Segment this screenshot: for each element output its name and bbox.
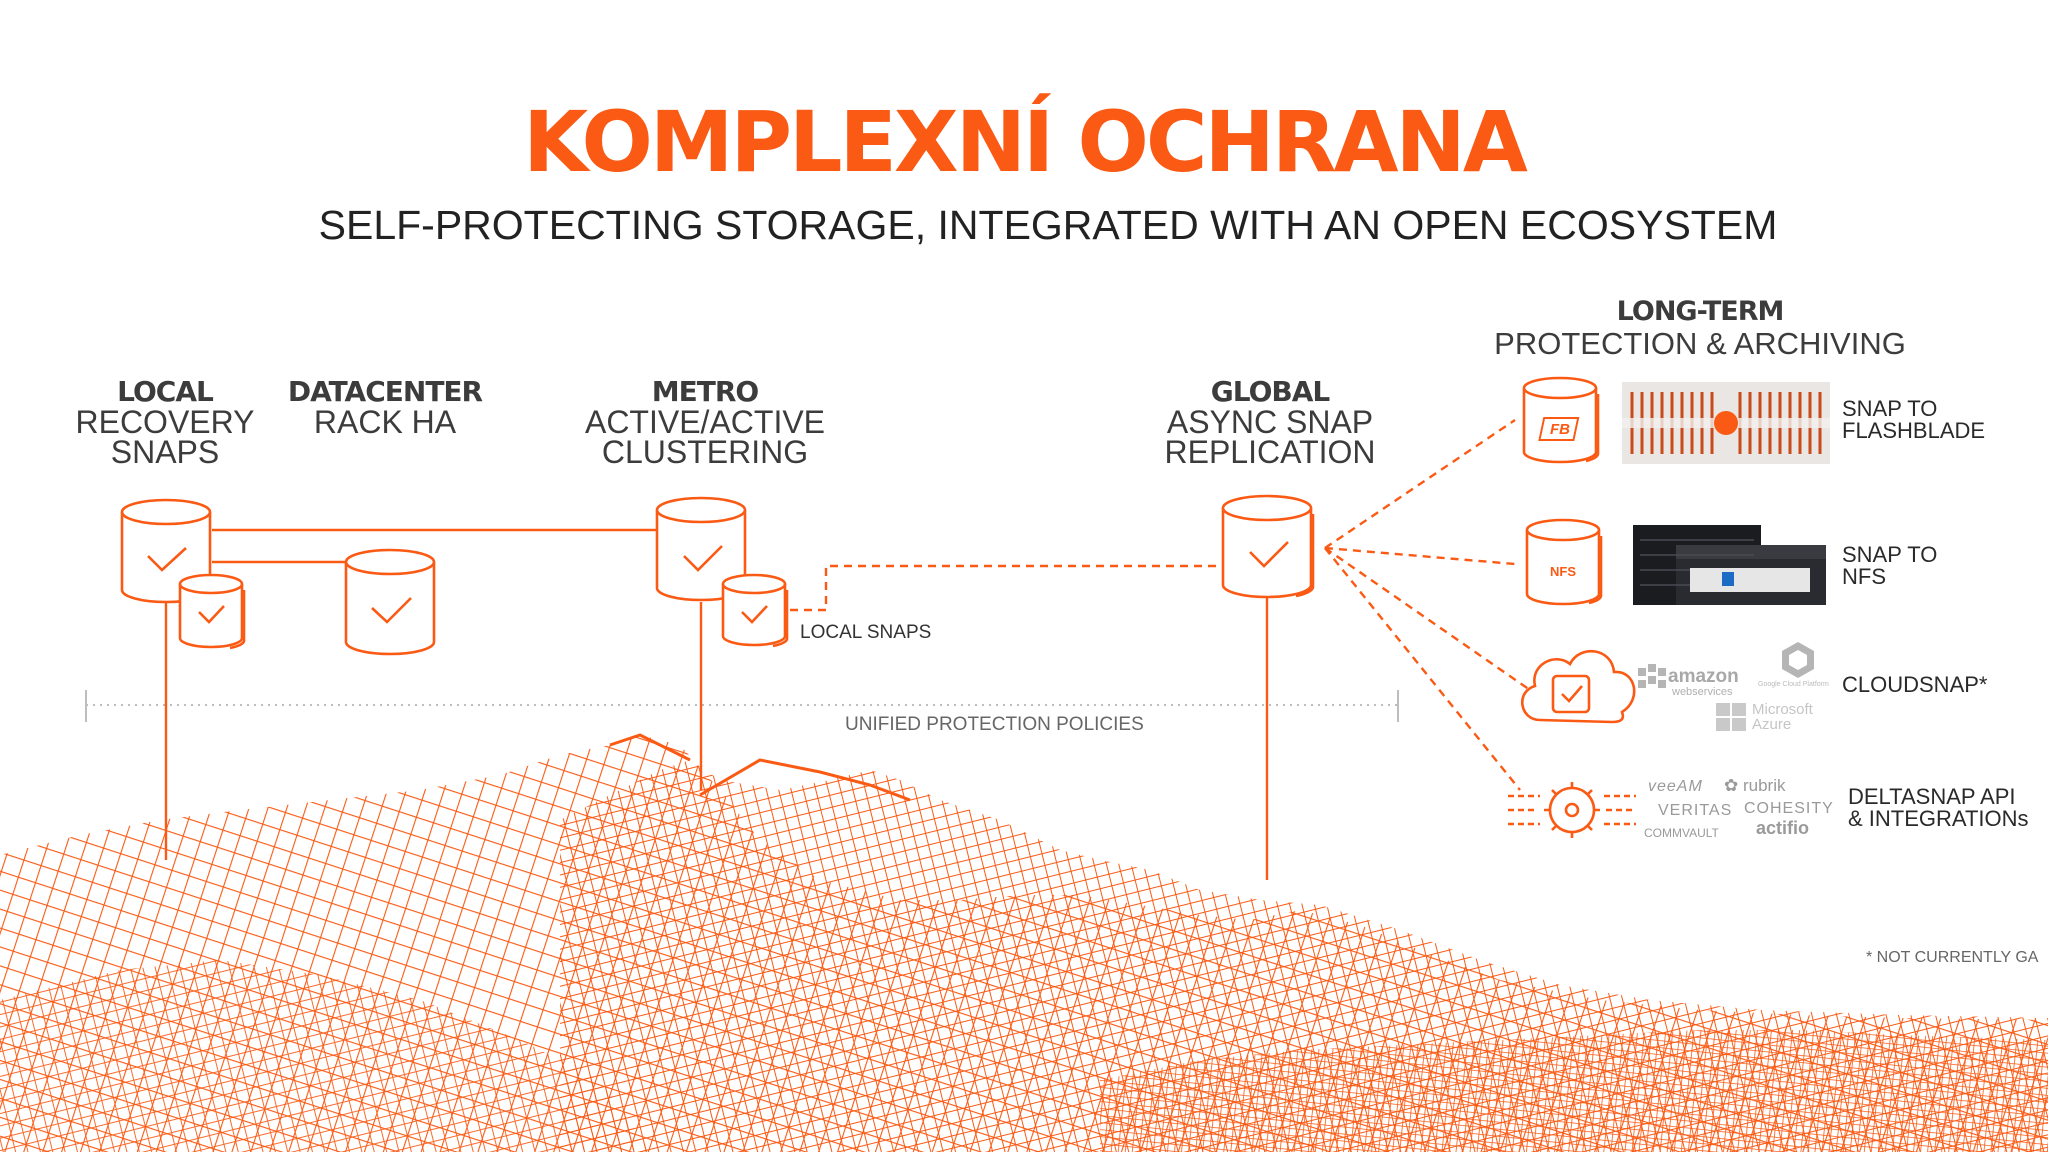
- column-metro-line2: CLUSTERING: [601, 434, 809, 470]
- target-flashblade-line1: SNAP TO: [1842, 396, 1938, 421]
- rubrik-mark-icon: ✿: [1724, 776, 1739, 795]
- commvault-logo: COMMVAULT: [1644, 826, 1719, 840]
- column-datacenter-line1: RACK HA: [313, 404, 457, 440]
- column-local-line2: SNAPS: [110, 434, 220, 470]
- google-cloud-text: Google Cloud Platform: [1758, 681, 1829, 688]
- hex-icon: [1782, 642, 1814, 678]
- fb-icon-label: FB: [1550, 421, 1570, 438]
- target-nfs-line1: SNAP TO: [1842, 542, 1938, 567]
- target-deltasnap-line2: & INTEGRATIONs: [1848, 806, 2029, 831]
- column-metro-line1: ACTIVE/ACTIVE: [584, 404, 826, 440]
- microsoft-text: Microsoft: [1752, 701, 1813, 718]
- windows-logo: [1716, 703, 1746, 731]
- column-global-line2: REPLICATION: [1164, 434, 1376, 470]
- database-icon: [1525, 518, 1603, 606]
- unified-policies-label: UNIFIED PROTECTION POLICIES: [845, 714, 1144, 735]
- database-icon: [1221, 494, 1315, 599]
- veritas-logo: VERITAS: [1658, 802, 1733, 819]
- target-cloudsnap-line1: CLOUDSNAP*: [1842, 672, 1988, 697]
- amazon-logo-text: amazon: [1668, 666, 1739, 687]
- column-datacenter-head: DATACENTER: [287, 375, 483, 408]
- page-subtitle: SELF-PROTECTING STORAGE, INTEGRATED WITH…: [318, 202, 1778, 248]
- column-global-line1: ASYNC SNAP: [1166, 404, 1374, 440]
- long-term-sub: PROTECTION & ARCHIVING: [1494, 326, 1906, 361]
- aws-logo: [1638, 664, 1666, 688]
- column-global-head: GLOBAL: [1210, 375, 1330, 408]
- veeam-logo: veeAM: [1648, 778, 1703, 795]
- unified-policies-bar: [85, 690, 1399, 722]
- azure-logo-text: Microsoft Azure: [1752, 702, 1813, 732]
- local-snaps-label: LOCAL SNAPS: [800, 622, 932, 643]
- column-local-line1: RECOVERY: [75, 404, 255, 440]
- column-metro: METRO ACTIVE/ACTIVE CLUSTERING: [580, 375, 830, 470]
- database-icon: [344, 548, 436, 656]
- azure-text: Azure: [1752, 716, 1792, 733]
- nfs-icon-label: NFS: [1550, 564, 1576, 579]
- cohesity-logo: COHESITY: [1744, 800, 1834, 817]
- column-metro-head: METRO: [651, 375, 759, 408]
- target-nfs: SNAP TO NFS: [1842, 544, 1937, 588]
- fb-icon-frame: [1538, 417, 1580, 441]
- flashblade-device-image: [1622, 382, 1830, 464]
- target-flashblade-line2: FLASHBLADE: [1842, 418, 1986, 443]
- rubrik-logo-text: rubrik: [1742, 776, 1786, 795]
- database-icon: [721, 573, 789, 648]
- column-local-head: LOCAL: [117, 375, 214, 408]
- long-term-header: LONG-TERM PROTECTION & ARCHIVING: [1490, 296, 1910, 361]
- database-icon: [178, 573, 246, 650]
- long-term-head: LONG-TERM: [1616, 296, 1785, 327]
- aws-sub-text: webservices: [1672, 686, 1733, 698]
- mountain-mesh: [0, 733, 2048, 1152]
- column-global: GLOBAL ASYNC SNAP REPLICATION: [1140, 375, 1400, 470]
- footnote: * NOT CURRENTLY GA: [1866, 949, 2039, 966]
- column-local: LOCAL RECOVERY SNAPS: [65, 375, 265, 470]
- server-icon: [1633, 525, 1826, 605]
- target-flashblade: SNAP TO FLASHBLADE: [1842, 398, 1985, 442]
- rubrik-logo: ✿ rubrik: [1724, 776, 1786, 796]
- target-deltasnap-line1: DELTASNAP API: [1848, 784, 2016, 809]
- target-nfs-line2: NFS: [1842, 564, 1886, 589]
- page-title: KOMPLEXNÍ OCHRANA: [523, 93, 1528, 191]
- target-cloudsnap: CLOUDSNAP*: [1842, 674, 1987, 696]
- connection-lines: [164, 419, 1531, 880]
- gear-icon: [1508, 782, 1636, 838]
- column-datacenter: DATACENTER RACK HA: [275, 375, 495, 440]
- actifio-logo: actifio: [1756, 818, 1810, 838]
- target-deltasnap: DELTASNAP API & INTEGRATIONs: [1848, 786, 2029, 830]
- database-icon: [1522, 376, 1600, 464]
- cloud-icon: [1520, 649, 1636, 724]
